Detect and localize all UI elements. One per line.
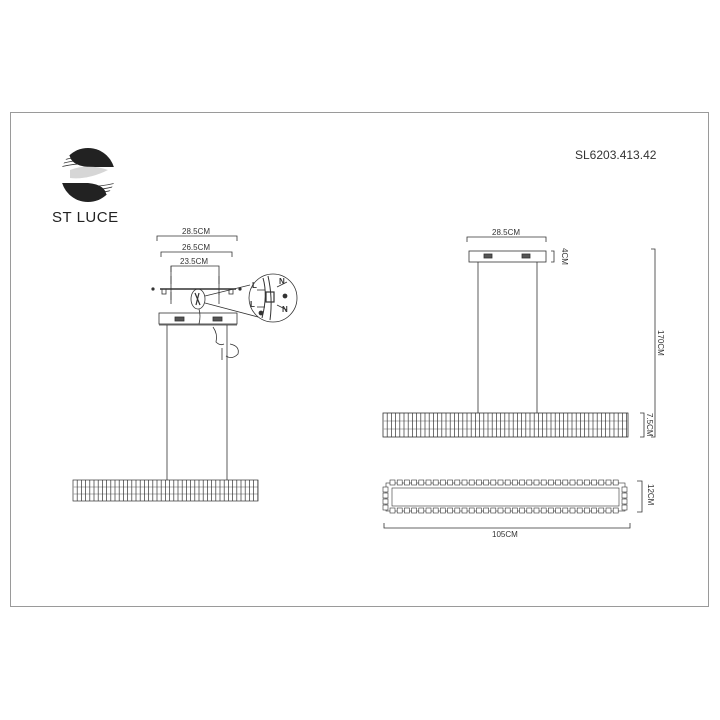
dim-middle-width: 26.5CM — [182, 243, 211, 252]
dim-outer-width: 28.5CM — [182, 227, 211, 236]
dim-total-height: 170CM — [656, 330, 665, 356]
wire-label-n1: N — [279, 277, 285, 286]
dim-canopy-height: 4CM — [560, 248, 569, 265]
drawing-frame — [10, 112, 709, 607]
dim-depth: 12CM — [646, 484, 655, 506]
dim-length: 105CM — [492, 530, 518, 539]
wire-label-l1: L — [252, 281, 257, 290]
dim-canopy-width: 28.5CM — [492, 228, 521, 237]
wire-label-l2: L — [250, 300, 255, 309]
dim-body-height: 7.5CM — [645, 413, 654, 437]
model-number: SL6203.413.42 — [575, 148, 657, 162]
wire-label-n2: N — [282, 305, 288, 314]
dim-inner-width: 23.5CM — [180, 257, 209, 266]
brand-name: ST LUCE — [52, 209, 119, 226]
